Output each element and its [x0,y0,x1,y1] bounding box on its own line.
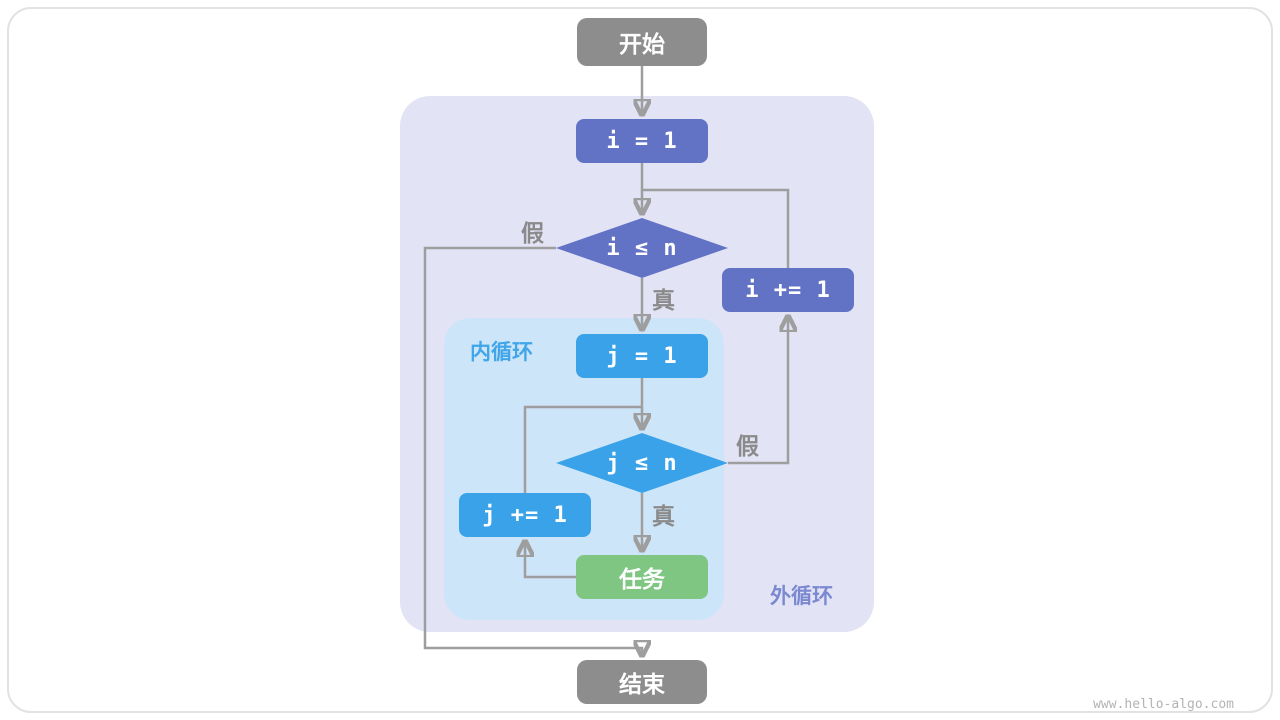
outer-loop-label: 外循环 [770,584,833,608]
inner-false-label: 假 [736,434,759,460]
end-node: 结束 [577,660,707,704]
task-node: 任务 [576,555,708,599]
outer-true-label: 真 [652,288,675,314]
j-increment-node: j += 1 [459,493,591,537]
watermark: www.hello-algo.com [1093,697,1234,712]
outer-false-label: 假 [521,221,544,247]
inner-loop-label: 内循环 [470,340,533,364]
i-increment-node: i += 1 [722,268,854,312]
i-init-node: i = 1 [576,119,708,163]
inner-true-label: 真 [652,504,675,530]
start-node: 开始 [577,18,707,66]
j-init-node: j = 1 [576,334,708,378]
